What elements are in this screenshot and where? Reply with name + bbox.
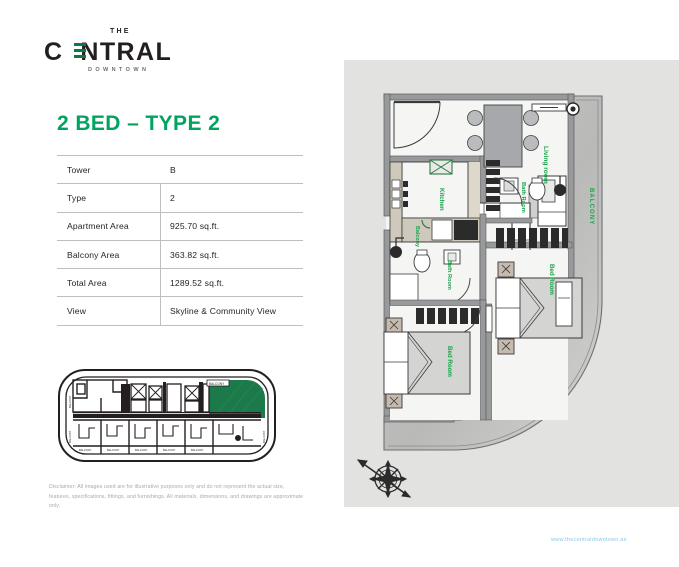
table-row: Apartment Area 925.70 sq.ft. bbox=[57, 212, 303, 241]
bath-room-right bbox=[493, 176, 568, 248]
room-label-bed-room-2: Bed Room bbox=[548, 264, 555, 295]
spec-label-balcony-area: Balcony Area bbox=[57, 240, 161, 270]
brand-tagline-text: DOWNTOWN bbox=[88, 67, 150, 73]
table-row: View Skyline & Community View bbox=[57, 296, 303, 326]
room-label-balcony: BALCONY bbox=[588, 188, 594, 225]
spec-value-balcony-area: 363.82 sq.ft. bbox=[160, 240, 303, 270]
room-label-balcony-small: Balcony bbox=[414, 226, 420, 247]
table-row: Tower B bbox=[57, 154, 303, 185]
bed-room-1 bbox=[383, 305, 481, 420]
room-label-living-room: Living room bbox=[542, 146, 549, 184]
svg-text:BALCONY: BALCONY bbox=[68, 395, 72, 408]
kitchen-area bbox=[389, 159, 500, 243]
svg-text:BALCONY: BALCONY bbox=[209, 382, 225, 386]
table-row: Balcony Area 363.82 sq.ft. bbox=[57, 240, 303, 270]
svg-text:BALCONY: BALCONY bbox=[68, 430, 72, 443]
svg-text:BALCONY: BALCONY bbox=[191, 448, 204, 452]
svg-text:BALCONY: BALCONY bbox=[135, 448, 148, 452]
spec-value-type: 2 bbox=[160, 183, 303, 213]
svg-text:BALCONY: BALCONY bbox=[79, 448, 92, 452]
bath-room-left bbox=[389, 237, 481, 305]
floor-key-plan: BALCONY bbox=[57, 368, 277, 463]
spec-value-view: Skyline & Community View bbox=[160, 296, 303, 326]
room-label-kitchen: Kitchen bbox=[438, 188, 445, 211]
brand-the-text: THE bbox=[110, 28, 131, 35]
floor-plan-drawing: Living room Kitchen Bath Room Balcony Ba… bbox=[383, 93, 603, 451]
floor-plan-panel: Living room Kitchen Bath Room Balcony Ba… bbox=[344, 60, 679, 507]
svg-text:BALCONY: BALCONY bbox=[163, 448, 176, 452]
spec-value-tower: B bbox=[160, 154, 303, 185]
spec-value-total-area: 1289.52 sq.ft. bbox=[160, 268, 303, 298]
disclaimer-text: Disclaimer: All images used are for illu… bbox=[49, 484, 304, 510]
spec-label-apartment-area: Apartment Area bbox=[57, 212, 161, 241]
room-label-bath-room-right: Bath Room bbox=[520, 182, 526, 213]
table-row: Total Area 1289.52 sq.ft. bbox=[57, 268, 303, 298]
page-title: 2 BED – TYPE 2 bbox=[57, 112, 221, 135]
brand-logo: THE C NTRAL DOWNTOWN bbox=[44, 28, 194, 76]
spec-value-apartment-area: 925.70 sq.ft. bbox=[160, 212, 303, 241]
brand-name-c: C bbox=[44, 38, 64, 66]
spec-label-view: View bbox=[57, 296, 161, 326]
brand-e-bars-icon bbox=[74, 43, 86, 59]
unit-spec-table: Tower B Type 2 Apartment Area 925.70 sq.… bbox=[57, 154, 303, 326]
table-row: Type 2 bbox=[57, 183, 303, 213]
svg-text:BALCONY: BALCONY bbox=[107, 448, 120, 452]
spec-label-total-area: Total Area bbox=[57, 268, 161, 298]
brand-name-rest: NTRAL bbox=[80, 38, 173, 66]
room-label-bed-room-1: Bed Room bbox=[446, 346, 453, 377]
compass-rose-icon bbox=[356, 459, 412, 499]
entry-door bbox=[393, 100, 441, 149]
brand-name-text: C NTRAL bbox=[44, 38, 172, 67]
spec-label-tower: Tower bbox=[57, 154, 161, 185]
room-label-bath-room-left: Bath Room bbox=[446, 260, 452, 290]
spec-label-type: Type bbox=[57, 183, 161, 213]
footer-website-url: www.thecentraldowntown.ae bbox=[551, 537, 627, 543]
bed-room-2 bbox=[485, 250, 583, 420]
svg-text:BALCONY: BALCONY bbox=[262, 430, 266, 443]
